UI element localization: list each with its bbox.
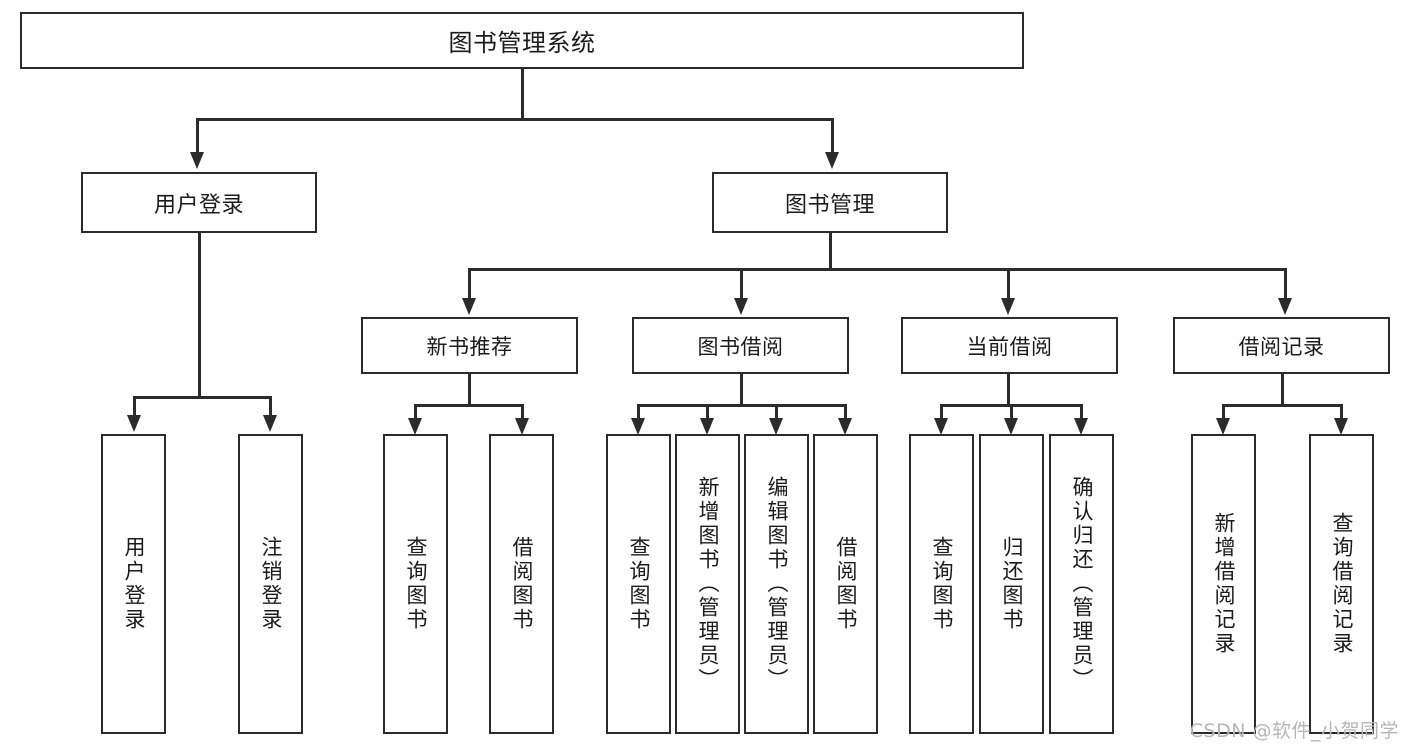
leaf-node-query-book-2[interactable]: 查询图书 [606,434,671,734]
node-book-management[interactable]: 图书管理 [712,172,948,233]
connector-book-management-bus [468,268,1286,271]
node-label: 查询借阅记录 [1330,512,1354,656]
arrowhead-bb-to-leaf-3 [769,418,783,435]
node-label: 查询图书 [627,536,651,632]
connector-new-book-recommend-stem [468,374,471,404]
connector-br-to-leaf-1 [1222,404,1225,420]
node-label: 借阅图书 [834,536,858,632]
leaf-node-query-borrow-record[interactable]: 查询借阅记录 [1309,434,1374,734]
connector-user-login-bus [133,396,269,399]
node-label: 用户登录 [153,192,244,218]
connector-bm-to-current-borrow [1007,268,1010,300]
connector-bb-to-leaf-1 [637,404,640,420]
connector-user-login-to-leaf-1 [133,396,136,417]
node-label: 借阅图书 [510,536,534,632]
connector-cb-to-leaf-3 [1080,404,1083,420]
arrowhead-cb-to-leaf-3 [1074,418,1088,435]
leaf-node-add-borrow-record[interactable]: 新增借阅记录 [1191,434,1256,734]
node-label: 图书管理系统 [448,29,596,57]
node-label: 新增借阅记录 [1212,512,1236,656]
arrowhead-bb-to-leaf-4 [838,418,852,435]
connector-book-borrow-bus [637,404,846,407]
connector-borrow-record-stem [1281,374,1284,404]
connector-root-stem [521,69,524,118]
leaf-node-return-book[interactable]: 归还图书 [979,434,1044,734]
connector-user-login-to-leaf-2 [269,396,272,417]
leaf-node-query-book-1[interactable]: 查询图书 [383,434,448,734]
connector-nbr-to-leaf-1 [414,404,417,420]
connector-cb-to-leaf-1 [940,404,943,420]
csdn-watermark: CSDN @软件_小贺同学 [1189,720,1399,742]
arrowhead-cb-to-leaf-1 [934,418,948,435]
node-label: 用户登录 [122,536,146,632]
leaf-node-borrow-book-1[interactable]: 借阅图书 [489,434,554,734]
leaf-node-edit-book[interactable]: 编辑图书（管理员） [744,434,809,734]
connector-bm-to-new-book-recommend [468,268,471,300]
arrowhead-bb-to-leaf-1 [631,418,645,435]
leaf-node-user-login[interactable]: 用户登录 [101,434,166,734]
node-borrow-record[interactable]: 借阅记录 [1173,317,1390,374]
connector-root-bus [196,118,833,121]
arrowhead-bm-to-new-book-recommend [462,298,476,315]
connector-new-book-recommend-bus [414,404,524,407]
arrowhead-bm-to-book-borrow [734,298,748,315]
node-label: 编辑图书（管理员） [765,476,789,692]
connector-book-management-stem [829,233,832,268]
arrowhead-nbr-to-leaf-2 [515,418,529,435]
arrowhead-bb-to-leaf-2 [700,418,714,435]
connector-bm-to-borrow-record [1284,268,1287,300]
connector-bb-to-leaf-4 [844,404,847,420]
node-label: 新增图书（管理员） [696,476,720,692]
arrowhead-root-to-user-login [190,152,204,169]
arrowhead-cb-to-leaf-2 [1004,418,1018,435]
arrowhead-br-to-leaf-2 [1334,418,1348,435]
node-label: 查询图书 [404,536,428,632]
connector-book-borrow-stem [740,374,743,404]
node-user-login[interactable]: 用户登录 [81,172,317,233]
arrowhead-bm-to-borrow-record [1278,298,1292,315]
connector-nbr-to-leaf-2 [521,404,524,420]
node-label: 归还图书 [1000,536,1024,632]
leaf-node-borrow-book-2[interactable]: 借阅图书 [813,434,878,734]
node-label: 新书推荐 [426,334,513,359]
node-root-book-management-system[interactable]: 图书管理系统 [20,12,1024,69]
node-current-borrow[interactable]: 当前借阅 [901,317,1118,374]
arrowhead-br-to-leaf-1 [1216,418,1230,435]
node-new-book-recommend[interactable]: 新书推荐 [361,317,578,374]
node-label: 图书借阅 [697,334,784,359]
connector-root-to-book-management [831,118,834,154]
connector-bm-to-book-borrow [740,268,743,300]
leaf-node-add-book[interactable]: 新增图书（管理员） [675,434,740,734]
connector-br-to-leaf-2 [1340,404,1343,420]
node-label: 查询图书 [930,536,954,632]
arrowhead-bm-to-current-borrow [1001,298,1015,315]
connector-root-to-user-login [196,118,199,154]
arrowhead-user-login-to-leaf-2 [263,415,277,432]
node-book-borrow[interactable]: 图书借阅 [632,317,849,374]
arrowhead-root-to-book-management [825,152,839,169]
arrowhead-user-login-to-leaf-1 [127,415,141,432]
node-label: 确认归还（管理员） [1070,476,1094,692]
node-label: 图书管理 [784,192,875,218]
node-label: 当前借阅 [966,334,1053,359]
leaf-node-user-logout[interactable]: 注销登录 [238,434,303,734]
leaf-node-query-book-3[interactable]: 查询图书 [909,434,974,734]
node-label: 注销登录 [259,536,283,632]
connector-cb-to-leaf-2 [1010,404,1013,420]
arrowhead-nbr-to-leaf-1 [408,418,422,435]
connector-current-borrow-stem [1007,374,1010,404]
connector-user-login-stem [198,233,201,396]
leaf-node-confirm-return[interactable]: 确认归还（管理员） [1049,434,1114,734]
node-label: 借阅记录 [1238,334,1325,359]
connector-bb-to-leaf-3 [775,404,778,420]
connector-borrow-record-bus [1222,404,1342,407]
connector-bb-to-leaf-2 [706,404,709,420]
